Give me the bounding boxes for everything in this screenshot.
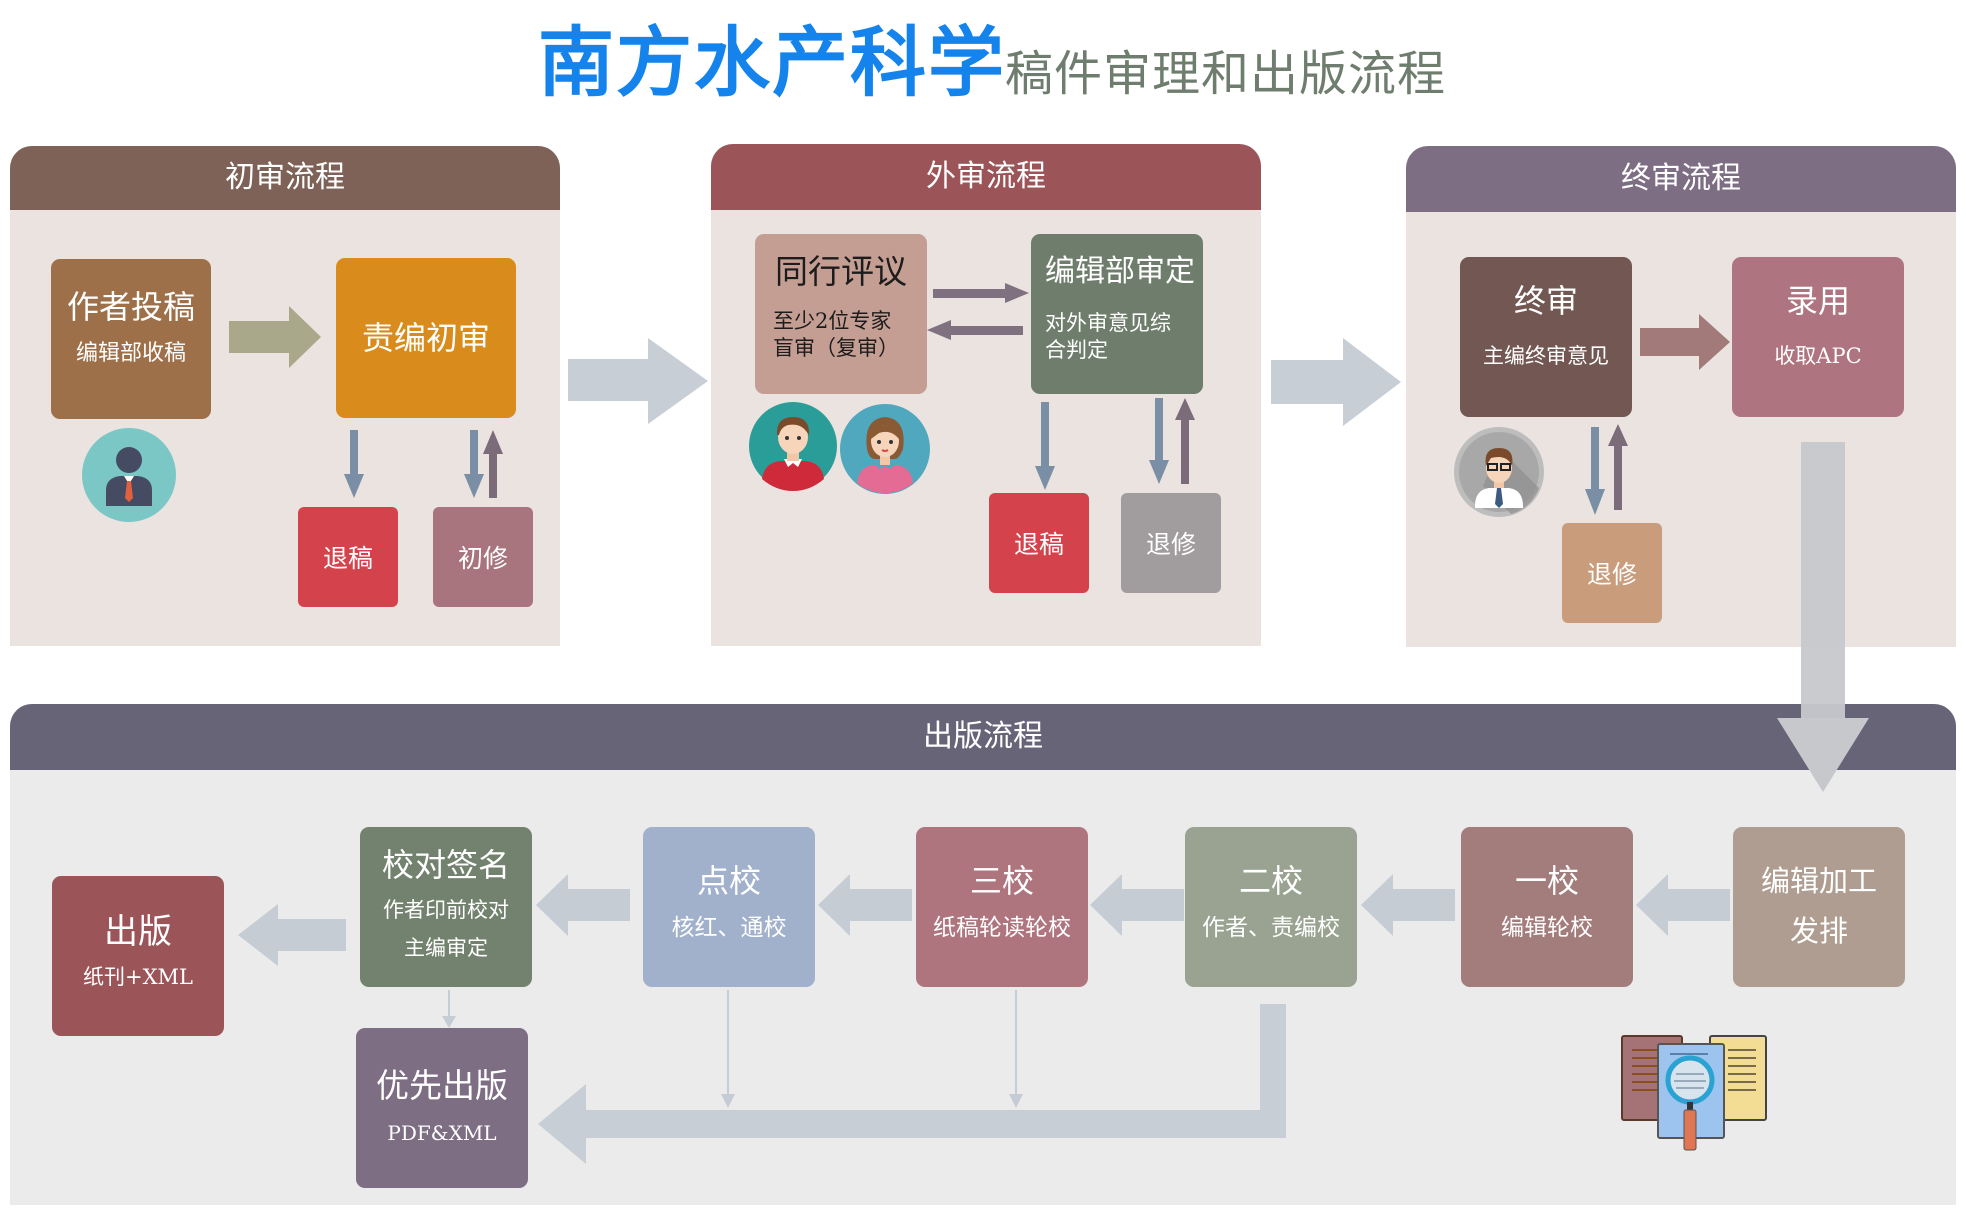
arrow-right-icon [229, 306, 321, 368]
peer-review-line1: 至少2位专家 [773, 309, 892, 333]
online-first-subtitle: PDF&XML [387, 1121, 497, 1145]
external-reject-label: 退稿 [1013, 530, 1064, 559]
publish-title: 出版 [104, 912, 172, 952]
publish-box[interactable]: 出版 纸刊+XML [52, 876, 224, 1036]
step-title: 一校 [1514, 862, 1579, 900]
arrow-up-icon [483, 430, 503, 498]
production-step-edit-typeset[interactable]: 编辑加工 发排 [1733, 827, 1905, 987]
external-revise-box[interactable]: 退修 [1121, 493, 1221, 593]
peer-review-line2: 盲审（复审） [773, 336, 899, 360]
external-reject-box[interactable]: 退稿 [989, 493, 1089, 593]
online-first-title: 优先出版 [376, 1066, 508, 1105]
initial-review-title: 初审流程 [225, 160, 345, 195]
stage-arrow-right-icon [1271, 338, 1401, 426]
final-review-title: 终审流程 [1621, 161, 1741, 196]
author-submission-title: 作者投稿 [66, 288, 195, 326]
arrow-down-icon [1585, 427, 1605, 515]
final-revise-label: 退修 [1586, 560, 1637, 589]
final-review-box[interactable]: 终审 主编终审意见 [1460, 257, 1632, 417]
arrow-down-icon [1009, 990, 1023, 1108]
final-revise-box[interactable]: 退修 [1562, 523, 1662, 623]
arrow-up-icon [1175, 398, 1195, 484]
arrow-up-icon [1608, 424, 1628, 510]
page-subtitle: 稿件审理和出版流程 [1005, 46, 1447, 102]
arrow-down-icon [1149, 398, 1169, 484]
accept-to-production-arrow-icon [1777, 442, 1869, 792]
external-review-title: 外审流程 [926, 159, 1046, 194]
step-subtitle: 编辑轮校 [1501, 915, 1593, 941]
office-decision-box[interactable]: 编辑部审定 对外审意见综 合判定 [1031, 234, 1203, 394]
office-decision-title: 编辑部审定 [1045, 254, 1195, 289]
step-title: 点校 [696, 862, 761, 900]
final-review-box-title: 终审 [1513, 282, 1578, 320]
step-subtitle: 纸稿轮读轮校 [933, 915, 1071, 941]
external-review-header: 外审流程 [711, 144, 1261, 210]
editor-initial-review-title: 责编初审 [361, 319, 490, 357]
arrow-down-icon [1035, 402, 1055, 490]
accept-box-title: 录用 [1785, 282, 1850, 320]
step-title: 编辑加工 [1760, 864, 1877, 898]
step-title: 校对签名 [381, 846, 510, 884]
peer-review-title: 同行评议 [775, 252, 907, 291]
production-step-spot-proof[interactable]: 点校 核红、通校 [643, 827, 815, 987]
arrow-right-icon [1640, 314, 1730, 370]
production-step-second-proof[interactable]: 二校 作者、责编校 [1185, 827, 1357, 987]
production-step-first-proof[interactable]: 一校 编辑轮校 [1461, 827, 1633, 987]
reviewer-male-avatar-icon [749, 402, 837, 491]
initial-reject-label: 退稿 [322, 544, 373, 573]
author-submission-subtitle: 编辑部收稿 [75, 341, 186, 366]
final-review-box-subtitle: 主编终审意见 [1483, 344, 1609, 368]
publishing-title: 出版流程 [923, 719, 1043, 754]
arrow-left-icon [536, 874, 630, 936]
arrow-down-icon [721, 990, 735, 1108]
arrow-left-icon [238, 904, 346, 966]
arrow-down-icon [344, 430, 364, 498]
arrow-left-icon [1090, 874, 1184, 936]
arrow-down-icon [442, 990, 456, 1028]
peer-review-box[interactable]: 同行评议 至少2位专家 盲审（复审） [755, 234, 927, 394]
document-review-icon [1621, 1035, 1767, 1151]
online-first-elbow-arrow-icon [538, 1004, 1286, 1164]
arrow-left-icon [1361, 874, 1455, 936]
journal-name: 南方水产科学 [538, 18, 1006, 107]
step-title: 三校 [969, 862, 1034, 900]
arrow-left-icon [818, 874, 912, 936]
arrow-right-icon [933, 283, 1029, 303]
step-subtitle: 核红、通校 [671, 915, 787, 941]
reviewer-female-avatar-icon [840, 404, 930, 494]
chief-editor-avatar-icon [1454, 427, 1544, 517]
arrow-down-icon [464, 430, 484, 498]
step-subtitle: 作者、责编校 [1202, 915, 1340, 941]
production-step-proof-signoff[interactable]: 校对签名 作者印前校对 主编审定 [360, 827, 532, 987]
step-subtitle: 作者印前校对 [383, 898, 509, 922]
arrow-left-icon [927, 320, 1023, 340]
stage-arrow-right-icon [568, 338, 708, 424]
author-submission-box[interactable]: 作者投稿 编辑部收稿 [51, 259, 211, 419]
initial-reject-box[interactable]: 退稿 [298, 507, 398, 607]
author-avatar-icon [82, 428, 176, 522]
initial-revise-label: 初修 [457, 544, 508, 573]
publishing-header: 出版流程 [10, 704, 1956, 770]
step-subtitle: 发排 [1789, 914, 1848, 948]
publish-subtitle: 纸刊+XML [83, 965, 193, 989]
external-revise-label: 退修 [1145, 530, 1196, 559]
step-subtitle-2: 主编审定 [404, 936, 488, 960]
initial-revise-box[interactable]: 初修 [433, 507, 533, 607]
arrow-left-icon [1636, 874, 1730, 936]
production-step-third-proof[interactable]: 三校 纸稿轮读轮校 [916, 827, 1088, 987]
step-title: 二校 [1238, 862, 1303, 900]
accept-box[interactable]: 录用 收取APC [1732, 257, 1904, 417]
final-review-header: 终审流程 [1406, 146, 1956, 212]
office-decision-line2: 合判定 [1045, 338, 1108, 362]
online-first-box[interactable]: 优先出版 PDF&XML [356, 1028, 528, 1188]
editor-initial-review-box[interactable]: 责编初审 [336, 258, 516, 418]
accept-box-subtitle: 收取APC [1774, 344, 1862, 368]
initial-review-header: 初审流程 [10, 146, 560, 210]
office-decision-line1: 对外审意见综 [1045, 311, 1171, 335]
